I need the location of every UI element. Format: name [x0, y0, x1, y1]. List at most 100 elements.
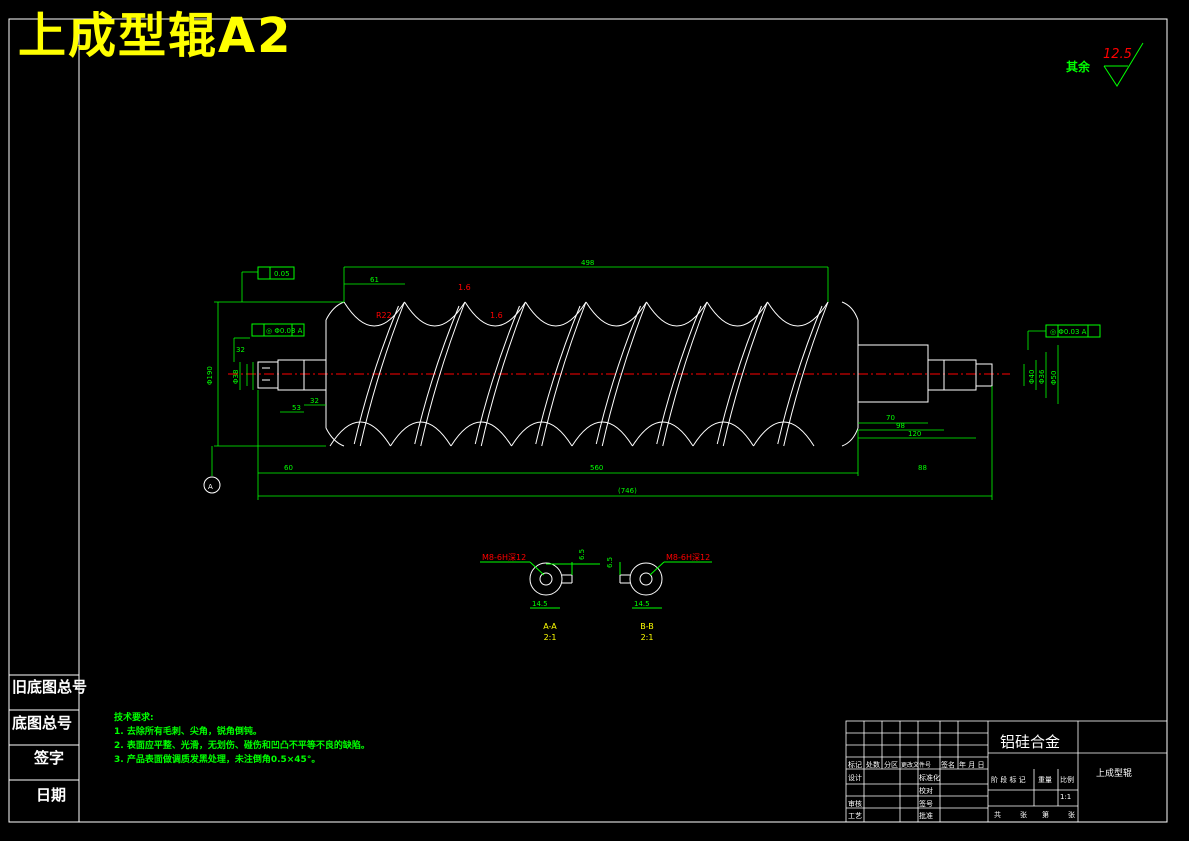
dim-dia-50: Φ50 — [1050, 371, 1058, 385]
drawing-title: 上成型辊A2 — [18, 8, 293, 64]
side-label-drawing-no: 底图总号 — [12, 714, 73, 732]
helix-line — [783, 301, 829, 447]
dim-coax-right: ◎ Φ0.03 A — [1050, 328, 1087, 336]
groove-bottom — [450, 421, 512, 447]
groove-top — [646, 301, 708, 327]
helix-line-inner — [474, 305, 520, 445]
tolerance-frames — [251, 266, 1101, 338]
helix-line-inner — [777, 305, 823, 445]
dim-rough-b: 1.6 — [490, 311, 503, 320]
dim-left-offset: 60 — [284, 464, 293, 472]
section-aa-height: 6.5 — [578, 549, 586, 560]
groove-top — [706, 301, 768, 327]
tb-change-doc: 更改文件号 — [901, 762, 932, 769]
dim-radius: R22 — [376, 311, 392, 320]
helix-line-inner — [414, 305, 460, 445]
tb-zone: 分区 — [884, 761, 898, 769]
groove-top — [767, 301, 829, 327]
groove-bottom — [632, 421, 694, 447]
section-aa-scale: 2:1 — [543, 633, 557, 642]
dim-body-length: 560 — [590, 464, 603, 472]
dim-53: 53 — [292, 404, 301, 412]
groove-bottom — [329, 421, 391, 447]
section-bb-scale: 2:1 — [640, 633, 654, 642]
dim-70: 70 — [886, 414, 895, 422]
roughness-value: 12.5 — [1103, 47, 1132, 62]
dim-32: 32 — [310, 397, 319, 405]
helix-line — [480, 301, 526, 447]
groove-bottom — [753, 421, 815, 447]
groove-bottom — [511, 421, 573, 447]
dim-dia-40: Φ40 — [1028, 370, 1036, 384]
tb-sign: 签号 — [919, 800, 933, 808]
notes-item-3: 3. 产品表面做调质发黑处理，未注倒角0.5×45°。 — [114, 755, 321, 765]
helix-line — [359, 301, 405, 447]
helix-line — [541, 301, 587, 447]
section-bb-dims — [619, 561, 712, 609]
outer-frame — [8, 18, 1168, 823]
dim-overall-length: (746) — [618, 487, 637, 495]
tb-sheets: 张 — [1020, 811, 1027, 819]
groove-top — [404, 301, 466, 327]
roughness-label: 其余 — [1066, 60, 1091, 74]
helix-line — [420, 301, 466, 447]
roll-grooves — [329, 301, 829, 447]
dim-thread-length: 498 — [581, 259, 594, 267]
helix-line — [662, 301, 708, 447]
helix-line — [722, 301, 768, 447]
shaft-left — [257, 359, 327, 391]
section-aa-dims — [480, 561, 600, 609]
groove-top — [343, 301, 405, 327]
dim-32-top: 32 — [236, 346, 245, 354]
notes-item-1: 1. 去除所有毛刺、尖角，锐角倒钝。 — [114, 727, 262, 737]
groove-bottom — [390, 421, 452, 447]
tb-process: 工艺 — [848, 812, 862, 820]
dim-120: 120 — [908, 430, 921, 438]
tb-review: 审核 — [848, 800, 862, 808]
dim-runout: 0.05 — [274, 270, 290, 278]
datum-circle — [203, 476, 221, 494]
dimension-lines — [211, 266, 1059, 500]
tb-signature: 签名 — [941, 761, 955, 769]
helix-line-inner — [595, 305, 641, 445]
side-label-signature: 签字 — [34, 749, 65, 767]
helix-line-inner — [535, 305, 581, 445]
datum-label: A — [208, 483, 213, 491]
groove-bottom — [692, 421, 754, 447]
tb-page-unit: 张 — [1068, 811, 1075, 819]
section-bb-width: 14.5 — [634, 600, 650, 608]
section-bb-thread: M8-6H深12 — [666, 553, 710, 562]
section-aa — [529, 562, 573, 596]
dim-rough-a: 1.6 — [458, 283, 471, 292]
tb-check: 校对 — [919, 787, 933, 795]
groove-top — [464, 301, 526, 327]
notes-heading: 技术要求: — [114, 713, 154, 723]
title-block-grid — [845, 720, 1168, 823]
tb-design: 设计 — [848, 774, 862, 782]
dim-pitch: 61 — [370, 276, 379, 284]
tb-total: 共 — [994, 811, 1001, 819]
section-bb-height: 6.5 — [606, 557, 614, 568]
helix-line-inner — [716, 305, 762, 445]
tb-standardize: 标准化 — [919, 774, 940, 782]
dim-98: 98 — [896, 422, 905, 430]
tb-ratio: 比例 — [1060, 776, 1074, 784]
dim-dia-190: Φ190 — [206, 366, 214, 385]
section-aa-width: 14.5 — [532, 600, 548, 608]
tb-date: 年 月 日 — [959, 761, 985, 769]
notes-item-2: 2. 表面应平整、光滑，无划伤、碰伤和凹凸不平等不良的缺陷。 — [114, 741, 370, 751]
section-bb-label: B-B — [640, 622, 654, 631]
tb-approve: 批准 — [919, 812, 933, 820]
technical-notes: 技术要求: 1. 去除所有毛刺、尖角，锐角倒钝。 2. 表面应平整、光滑，无划伤… — [114, 711, 370, 767]
side-label-old-drawing: 旧底图总号 — [12, 678, 88, 696]
title-block-part-name: 上成型辊 — [1096, 769, 1133, 779]
helix-line-inner — [656, 305, 702, 445]
section-bb — [619, 562, 663, 596]
dim-coax-left: ◎ Φ0.03 A — [266, 327, 303, 335]
tb-count: 处数 — [866, 761, 880, 769]
groove-top — [585, 301, 647, 327]
dim-right-offset: 88 — [918, 464, 927, 472]
section-aa-thread: M8-6H深12 — [482, 553, 526, 562]
tb-page: 第 — [1042, 811, 1049, 819]
